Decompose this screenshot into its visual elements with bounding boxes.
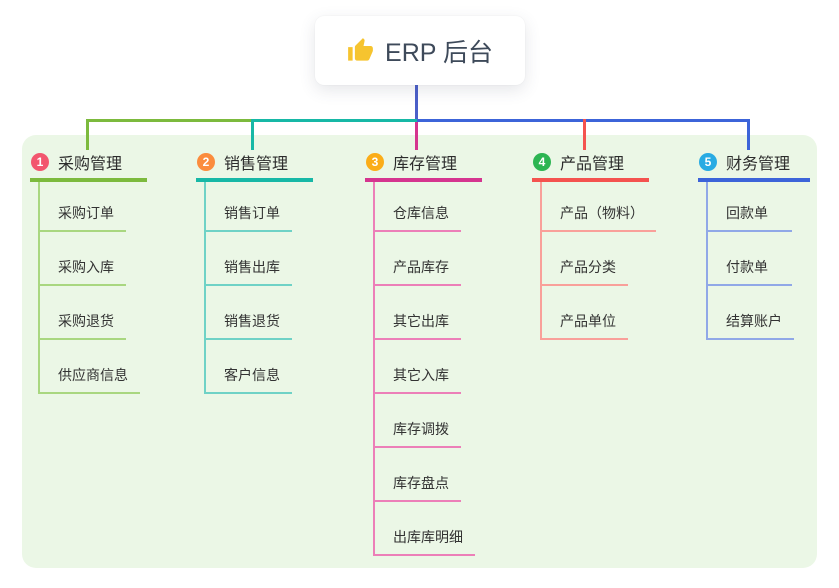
branch-sales: 2 销售管理 销售订单 销售出库 销售退货 客户信息	[196, 146, 313, 394]
node-item[interactable]: 销售出库	[206, 232, 292, 286]
thumbs-up-icon	[348, 38, 373, 61]
node-label: 销售退货	[224, 313, 280, 329]
node-label: 客户信息	[224, 367, 280, 383]
branch-header-purchase[interactable]: 1 采购管理	[30, 146, 147, 182]
connector-drop-sales	[251, 119, 254, 150]
branch-finance: 5 财务管理 回款单 付款单 结算账户	[698, 146, 810, 340]
connector-drop-inventory	[415, 122, 418, 150]
node-item[interactable]: 产品单位	[542, 286, 628, 340]
connector-bus-sales	[252, 119, 417, 122]
node-label: 采购入库	[58, 259, 114, 275]
branch-header-finance[interactable]: 5 财务管理	[698, 146, 810, 182]
branch-children-inventory: 仓库信息 产品库存 其它出库 其它入库 库存调拨 库存盘点 出库库明细	[373, 182, 475, 556]
branch-label: 采购管理	[58, 156, 123, 173]
connector-drop-finance	[747, 119, 750, 150]
branches-panel	[22, 135, 817, 568]
branch-purchase: 1 采购管理 采购订单 采购入库 采购退货 供应商信息	[30, 146, 147, 394]
branch-number-badge: 2	[197, 153, 215, 171]
branch-children-product: 产品（物料） 产品分类 产品单位	[540, 182, 656, 340]
node-label: 供应商信息	[58, 367, 128, 383]
node-label: 仓库信息	[393, 205, 449, 221]
node-label: 销售出库	[224, 259, 280, 275]
node-item[interactable]: 出库库明细	[375, 502, 475, 556]
node-item[interactable]: 产品库存	[375, 232, 461, 286]
connector-bus-purchase	[86, 119, 252, 122]
node-item[interactable]: 产品（物料）	[542, 182, 656, 232]
node-label: 产品库存	[393, 259, 449, 275]
node-item[interactable]: 客户信息	[206, 340, 292, 394]
branch-number-badge: 5	[699, 153, 717, 171]
node-label: 其它入库	[393, 367, 449, 383]
node-item[interactable]: 采购入库	[40, 232, 126, 286]
node-item[interactable]: 销售订单	[206, 182, 292, 232]
node-label: 产品（物料）	[560, 205, 644, 221]
node-label: 回款单	[726, 205, 768, 221]
root-node[interactable]: ERP 后台	[315, 16, 525, 85]
branch-header-product[interactable]: 4 产品管理	[532, 146, 649, 182]
node-label: 出库库明细	[393, 529, 463, 545]
node-item[interactable]: 供应商信息	[40, 340, 140, 394]
node-label: 库存盘点	[393, 475, 449, 491]
node-item[interactable]: 采购订单	[40, 182, 126, 232]
node-item[interactable]: 采购退货	[40, 286, 126, 340]
connector-drop-product	[583, 119, 586, 150]
node-label: 其它出库	[393, 313, 449, 329]
root-title: ERP 后台	[385, 38, 493, 67]
node-label: 付款单	[726, 259, 768, 275]
branch-label: 财务管理	[726, 156, 791, 173]
branch-product: 4 产品管理 产品（物料） 产品分类 产品单位	[532, 146, 656, 340]
connector-root-line	[415, 85, 418, 122]
branch-number-badge: 3	[366, 153, 384, 171]
node-label: 结算账户	[726, 313, 782, 329]
branch-label: 销售管理	[224, 156, 289, 173]
branch-number-badge: 4	[533, 153, 551, 171]
branch-header-sales[interactable]: 2 销售管理	[196, 146, 313, 182]
node-item[interactable]: 付款单	[708, 232, 792, 286]
node-label: 采购订单	[58, 205, 114, 221]
node-item[interactable]: 库存调拨	[375, 394, 461, 448]
node-item[interactable]: 结算账户	[708, 286, 794, 340]
connector-drop-purchase	[86, 119, 89, 150]
node-label: 产品单位	[560, 313, 616, 329]
branch-children-finance: 回款单 付款单 结算账户	[706, 182, 794, 340]
branch-children-sales: 销售订单 销售出库 销售退货 客户信息	[204, 182, 292, 394]
branch-label: 产品管理	[560, 156, 625, 173]
branch-inventory: 3 库存管理 仓库信息 产品库存 其它出库 其它入库 库存调拨 库存盘点 出库库…	[365, 146, 482, 556]
node-label: 库存调拨	[393, 421, 449, 437]
node-item[interactable]: 其它入库	[375, 340, 461, 394]
node-item[interactable]: 销售退货	[206, 286, 292, 340]
branch-label: 库存管理	[393, 156, 458, 173]
node-label: 销售订单	[224, 205, 280, 221]
branch-header-inventory[interactable]: 3 库存管理	[365, 146, 482, 182]
node-item[interactable]: 库存盘点	[375, 448, 461, 502]
node-item[interactable]: 产品分类	[542, 232, 628, 286]
node-label: 采购退货	[58, 313, 114, 329]
branch-number-badge: 1	[31, 153, 49, 171]
node-item[interactable]: 其它出库	[375, 286, 461, 340]
node-item[interactable]: 回款单	[708, 182, 792, 232]
node-label: 产品分类	[560, 259, 616, 275]
branch-children-purchase: 采购订单 采购入库 采购退货 供应商信息	[38, 182, 140, 394]
node-item[interactable]: 仓库信息	[375, 182, 461, 232]
